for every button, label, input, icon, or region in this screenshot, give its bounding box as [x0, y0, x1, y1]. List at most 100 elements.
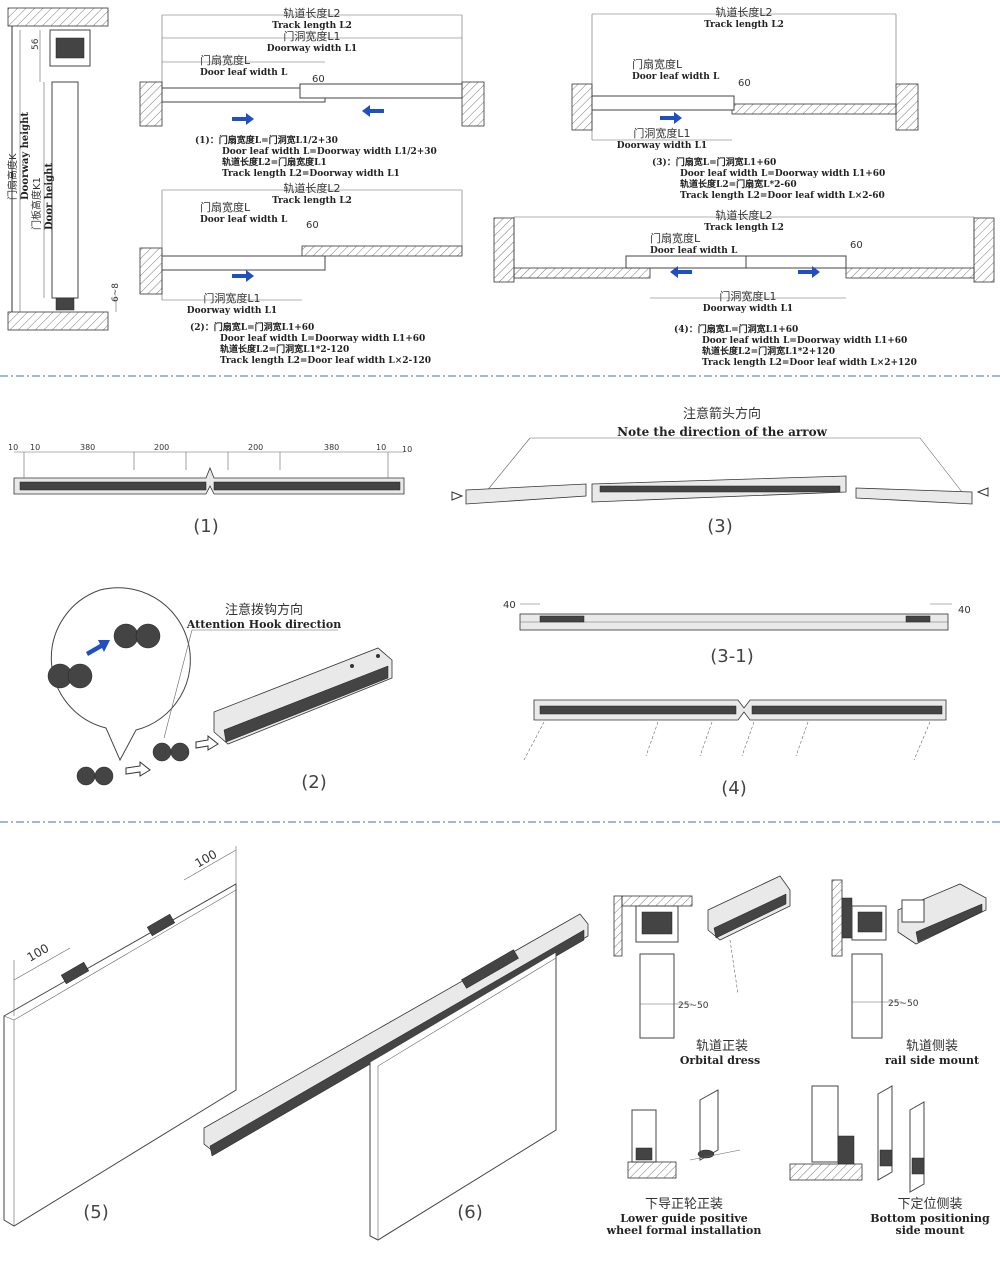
formula-4-line2: Door leaf width L=Doorway width L1+60 — [702, 336, 907, 346]
formula-2-line2: Door leaf width L=Doorway width L1+60 — [220, 334, 425, 344]
dim-380-a: 380 — [80, 443, 95, 452]
leaf-width-en: Door leaf width L — [200, 68, 288, 78]
orbital-cn: 轨道正装 — [696, 1039, 748, 1054]
dim-40-right: 40 — [958, 605, 971, 616]
lower-guide-cn: 下导正轮正装 — [645, 1197, 723, 1212]
door-leaf-right — [299, 83, 463, 99]
plan-diagram-3: 轨道长度L2 Track length L2 门扇宽度L Door leaf w… — [571, 5, 919, 201]
doorway-width-en: Doorway width L1 — [617, 141, 707, 151]
lower-guide-en2: wheel formal installation — [606, 1224, 762, 1237]
door-leaf-edge — [851, 953, 883, 1039]
formula-1-line3: 轨道长度L2=门扇宽度L1 — [222, 156, 327, 168]
arrow-right-icon — [976, 487, 989, 497]
step-1-track-drilling: 10 10 380 200 200 380 10 10 (1) — [8, 443, 412, 537]
doorway-width-en: Doorway width L1 — [187, 306, 277, 316]
roller-carriage-zoom — [47, 623, 161, 689]
formula-3-line3: 轨道长度L2=门扇宽L*2-60 — [680, 178, 797, 190]
wall-right — [461, 81, 485, 127]
dim-10-d: 10 — [402, 445, 412, 454]
doorway-width-en: Doorway width L1 — [703, 304, 793, 314]
stopper-left — [539, 615, 585, 623]
arrow-icon — [195, 734, 219, 751]
arrow-right-icon — [798, 266, 820, 278]
hanger-bracket-left — [60, 961, 90, 985]
caption-step-5: (5) — [83, 1202, 109, 1223]
floor-guide — [55, 297, 75, 311]
dim-200-b: 200 — [248, 443, 263, 452]
track-length-cn: 轨道长度L2 — [715, 5, 772, 19]
floor-hatch — [627, 1161, 677, 1179]
formula-4-line3: 轨道长度L2=门洞宽L1*2+120 — [702, 345, 835, 357]
gap-dim-60: 60 — [312, 74, 325, 85]
formula-3-line2: Door leaf width L=Doorway width L1+60 — [680, 169, 885, 179]
side-cn: 轨道侧装 — [906, 1039, 958, 1054]
caption-step-1: (1) — [193, 516, 219, 537]
track-rail — [533, 699, 947, 721]
wall-right — [895, 83, 919, 131]
formula-2-line1: (2)：门扇宽L=门洞宽L1+60 — [190, 321, 314, 333]
door-leaf-3d — [699, 1089, 719, 1161]
arrow-right-icon — [232, 113, 254, 125]
door-leaf-edge — [811, 1085, 839, 1163]
leaf-width-cn: 门扇宽度L — [632, 57, 683, 71]
doorway-height-en: Doorway height — [20, 112, 31, 200]
wall-slot-right — [845, 267, 975, 279]
door-leaf-left — [625, 255, 749, 269]
gap-dim-60: 60 — [738, 78, 751, 89]
bottom-en2: side mount — [896, 1224, 966, 1237]
dim-10-a: 10 — [8, 443, 18, 452]
wall-slot-left — [513, 267, 651, 279]
step-2-roller-insertion: 注意拨钩方向 Attention Hook direction (2) — [47, 587, 393, 793]
roller-carriage — [55, 37, 85, 59]
doorway-width-cn: 门洞宽度L1 — [719, 289, 776, 303]
leaf-width-en: Door leaf width L — [200, 215, 288, 225]
doorway-width-en: Doorway width L1 — [267, 44, 357, 54]
arrow-left-icon — [670, 266, 692, 278]
track-rail-3d — [897, 883, 987, 945]
formula-2-line4: Track length L2=Door leaf width L×2-120 — [220, 356, 431, 366]
mount-rail-side: 25~50 轨道侧装 rail side mount — [831, 879, 987, 1067]
note-arrow-en: Note the direction of the arrow — [617, 425, 827, 439]
plan-diagram-2: 轨道长度L2 Track length L2 门扇宽度L Door leaf w… — [139, 181, 463, 366]
door-height-cn: 门板高度K1 — [30, 177, 43, 230]
doorway-height-cn: 门扇高度K — [6, 153, 19, 200]
arrow-left-icon — [451, 491, 464, 501]
doorway-width-cn: 门洞宽度L1 — [283, 29, 340, 43]
door-leaf-side — [51, 81, 79, 299]
formula-1-line2: Door leaf width L=Doorway width L1/2+30 — [222, 147, 437, 157]
bottom-en1: Bottom positioning — [870, 1212, 990, 1225]
mount-bottom-positioning: 下定位侧装 Bottom positioning side mount — [789, 1085, 990, 1237]
arrow-icon — [125, 760, 151, 777]
side-elevation: 56 6~8 门扇高度K Doorway height 门板高度K1 Door … — [6, 7, 121, 331]
track-length-en: Track length L2 — [272, 21, 352, 31]
plan-diagram-1: 轨道长度L2 Track length L2 门洞宽度L1 Doorway wi… — [139, 6, 485, 179]
wall-left — [139, 81, 163, 127]
wall-right — [301, 245, 463, 257]
track-length-en: Track length L2 — [704, 223, 784, 233]
door-panel-3d — [369, 951, 557, 1241]
track-length-cn: 轨道长度L2 — [715, 208, 772, 222]
hanger-bracket-right — [146, 913, 176, 937]
door-panel-3d — [3, 883, 237, 1227]
gap-dim-60: 60 — [306, 220, 319, 231]
formula-3-line1: (3)：门扇宽L=门洞宽L1+60 — [652, 156, 776, 168]
doorway-width-cn: 门洞宽度L1 — [203, 291, 260, 305]
formula-1-line4: Track length L2=Doorway width L1 — [222, 169, 400, 179]
track-length-cn: 轨道长度L2 — [283, 181, 340, 195]
caption-step-2: (2) — [301, 772, 327, 793]
orbital-en: Orbital dress — [680, 1054, 760, 1067]
track-length-en: Track length L2 — [272, 196, 352, 206]
door-leaf — [591, 95, 735, 111]
leaf-width-cn: 门扇宽度L — [650, 231, 701, 245]
ceiling-hatch — [7, 7, 109, 27]
caption-step-3: (3) — [707, 516, 733, 537]
floor-hatch — [789, 1163, 863, 1181]
note-hook-en: Attention Hook direction — [186, 618, 341, 631]
track-length-en: Track length L2 — [704, 20, 784, 30]
formula-2-line3: 轨道长度L2=门洞宽L1*2-120 — [220, 343, 349, 355]
arrow-left-icon — [362, 105, 384, 117]
formula-3-line4: Track length L2=Door leaf width L×2-60 — [680, 191, 885, 201]
mount-orbital-dress: 25~50 轨道正装 Orbital dress — [613, 875, 791, 1067]
door-leaf-3d-b — [909, 1101, 925, 1193]
